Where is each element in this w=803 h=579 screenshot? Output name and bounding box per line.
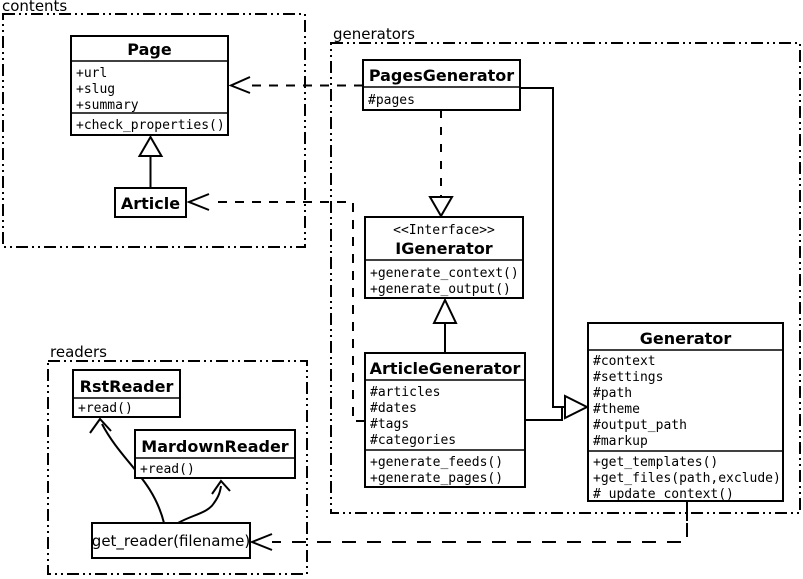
class-title: RstReader (80, 377, 174, 396)
function-box (91, 522, 251, 559)
hollow-triangle-icon (428, 196, 454, 218)
class-box (362, 59, 521, 111)
class-title: Page (127, 40, 172, 59)
open-arrowhead-icon (211, 479, 231, 495)
attribute: #theme (593, 402, 640, 417)
package-generators-label: generators (333, 25, 415, 43)
hollow-triangle-icon (137, 135, 164, 157)
attribute: #dates (370, 401, 417, 416)
dependency-line (210, 201, 365, 422)
attribute: #output_path (593, 418, 687, 433)
package-contents-label: contents (2, 0, 67, 15)
class-box (114, 187, 187, 218)
class-box (70, 35, 229, 136)
attribute: #categories (370, 433, 456, 448)
generalization-line (525, 407, 563, 421)
hollow-triangle-icon (432, 297, 458, 324)
rel-article-extends-page (137, 135, 164, 188)
method: +generate_context() (370, 266, 519, 281)
rel-generator-uses-getreader (249, 501, 688, 551)
class-igenerator: <<Interface>> IGenerator +generate_conte… (364, 216, 524, 299)
open-arrowhead-icon (249, 533, 273, 551)
box-getreader: get_reader(filename) (91, 522, 251, 559)
rel-articlegenerator-extends-igenerator (432, 297, 458, 353)
open-arrowhead-icon (186, 193, 210, 211)
class-title: MardownReader (141, 437, 289, 456)
package-readers-border (47, 360, 308, 575)
attribute: #context (593, 354, 656, 369)
attribute: #settings (593, 370, 663, 385)
class-box (364, 352, 526, 488)
method: +read() (140, 462, 195, 477)
method: +get_files(path,exclude) (593, 471, 781, 486)
class-title: ArticleGenerator (370, 359, 521, 378)
class-box (364, 216, 524, 299)
class-box (72, 369, 181, 418)
method: +check_properties() (76, 118, 225, 133)
open-arrowhead-icon (228, 76, 251, 94)
method: #_update_context() (593, 487, 734, 502)
class-box (587, 322, 784, 502)
class-box (134, 429, 296, 479)
stereotype-label: <<Interface>> (393, 223, 495, 238)
class-title: Article (121, 194, 180, 213)
class-title: PagesGenerator (369, 66, 514, 85)
hollow-triangle-icon (564, 394, 590, 420)
attribute: +summary (76, 98, 139, 113)
curved-line (177, 485, 222, 524)
class-pagesgenerator: PagesGenerator #pages (362, 59, 521, 111)
package-generators: generators (330, 25, 801, 514)
rel-articlegenerator-uses-article (186, 193, 365, 422)
method: +generate_output() (370, 282, 511, 297)
attribute: #path (593, 386, 632, 401)
class-generator: Generator #context #settings #path #them… (587, 322, 784, 502)
attribute: #markup (593, 434, 648, 449)
package-readers-label: readers (50, 343, 107, 361)
method: +generate_feeds() (370, 455, 503, 470)
rel-pagesgenerator-implements-igenerator (428, 110, 454, 218)
open-arrowhead-icon (89, 417, 112, 434)
package-generators-border (330, 42, 801, 514)
attribute: #articles (370, 385, 440, 400)
class-title: IGenerator (395, 239, 493, 258)
attribute: +url (76, 66, 107, 81)
attribute: +slug (76, 82, 115, 97)
class-article: Article (114, 187, 187, 218)
class-title: Generator (640, 329, 732, 348)
attribute: #pages (368, 93, 415, 108)
rel-pagesgenerator-uses-page (228, 76, 363, 94)
method: +read() (78, 401, 133, 416)
package-contents-border (2, 13, 306, 248)
rel-pagesgenerator-extends-generator (520, 87, 565, 408)
class-page: Page +url +slug +summary +check_properti… (70, 35, 229, 136)
rel-articlegenerator-extends-generator (525, 394, 590, 421)
method: +get_templates() (593, 455, 718, 470)
package-readers: readers (47, 343, 308, 575)
generalization-line (520, 87, 565, 408)
class-mardownreader: MardownReader +read() (134, 429, 296, 479)
rel-getreader-creates-mardownreader (177, 479, 231, 524)
method: +generate_pages() (370, 471, 503, 486)
attribute: #tags (370, 417, 409, 432)
class-rstreader: RstReader +read() (72, 369, 181, 418)
function-label: get_reader(filename) (92, 532, 250, 551)
class-articlegenerator: ArticleGenerator #articles #dates #tags … (364, 352, 526, 488)
dependency-line (272, 523, 688, 543)
package-contents: contents (2, 0, 306, 248)
